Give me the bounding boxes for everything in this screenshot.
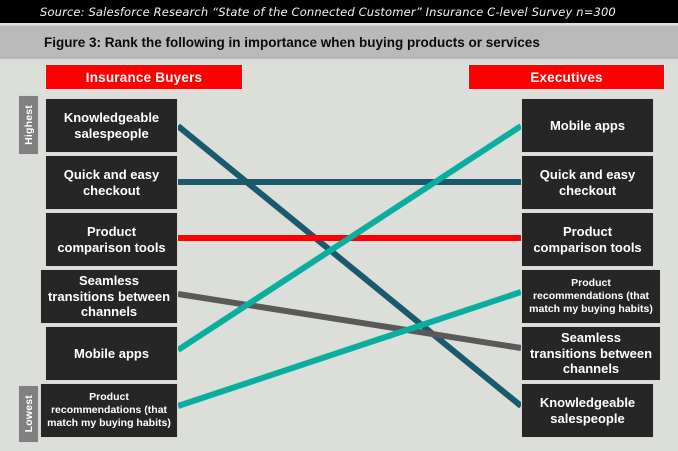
- right-rank-label-5: Seamless transitions between channels: [529, 329, 653, 377]
- left-rank-label-4: Seamless transitions between channels: [47, 272, 171, 320]
- right-rank-label-3: Product comparison tools: [533, 223, 642, 255]
- column-header-right-label: Executives: [530, 69, 603, 85]
- right-rank-box-4[interactable]: Product recommendations (that match my b…: [521, 269, 661, 324]
- left-rank-box-4[interactable]: Seamless transitions between channels: [40, 269, 178, 324]
- connector-mobile-apps: [176, 123, 523, 353]
- right-rank-label-4: Product recommendations (that match my b…: [529, 277, 653, 315]
- right-rank-box-5[interactable]: Seamless transitions between channels: [521, 326, 661, 381]
- column-header-executives: Executives: [468, 64, 665, 90]
- right-rank-label-1: Mobile apps: [549, 117, 626, 133]
- scale-tab-highest: Highest: [18, 95, 39, 155]
- title-band: Figure 3: Rank the following in importan…: [0, 25, 678, 59]
- left-rank-label-6: Product recommendations (that match my b…: [47, 391, 171, 429]
- left-rank-label-5: Mobile apps: [73, 345, 150, 361]
- left-rank-label-2: Quick and easy checkout: [63, 166, 160, 198]
- scale-tab-highest-label: Highest: [22, 105, 35, 145]
- figure-title: Figure 3: Rank the following in importan…: [44, 35, 540, 50]
- left-rank-box-2[interactable]: Quick and easy checkout: [45, 155, 178, 210]
- right-rank-label-2: Quick and easy checkout: [539, 166, 636, 198]
- source-bar: Source: Salesforce Research “State of th…: [0, 0, 678, 23]
- column-header-insurance-buyers: Insurance Buyers: [45, 64, 243, 90]
- left-rank-box-6[interactable]: Product recommendations (that match my b…: [40, 383, 178, 438]
- left-rank-box-5[interactable]: Mobile apps: [45, 326, 178, 381]
- source-text: Source: Salesforce Research “State of th…: [40, 4, 616, 19]
- right-rank-box-1[interactable]: Mobile apps: [521, 98, 654, 153]
- connector-knowledgeable-salespeople: [176, 123, 523, 409]
- scale-tab-lowest-label: Lowest: [22, 395, 35, 433]
- right-rank-label-6: Knowledgeable salespeople: [539, 394, 636, 426]
- right-rank-box-6[interactable]: Knowledgeable salespeople: [521, 383, 654, 438]
- left-rank-box-1[interactable]: Knowledgeable salespeople: [45, 98, 178, 153]
- connector-product-recommendations: [177, 289, 522, 409]
- column-header-left-label: Insurance Buyers: [85, 69, 203, 85]
- connector-seamless-transitions: [177, 291, 522, 351]
- right-rank-box-3[interactable]: Product comparison tools: [521, 212, 654, 267]
- right-rank-box-2[interactable]: Quick and easy checkout: [521, 155, 654, 210]
- left-rank-label-3: Product comparison tools: [57, 223, 166, 255]
- scale-tab-lowest: Lowest: [18, 385, 39, 443]
- left-rank-box-3[interactable]: Product comparison tools: [45, 212, 178, 267]
- left-rank-label-1: Knowledgeable salespeople: [63, 109, 160, 141]
